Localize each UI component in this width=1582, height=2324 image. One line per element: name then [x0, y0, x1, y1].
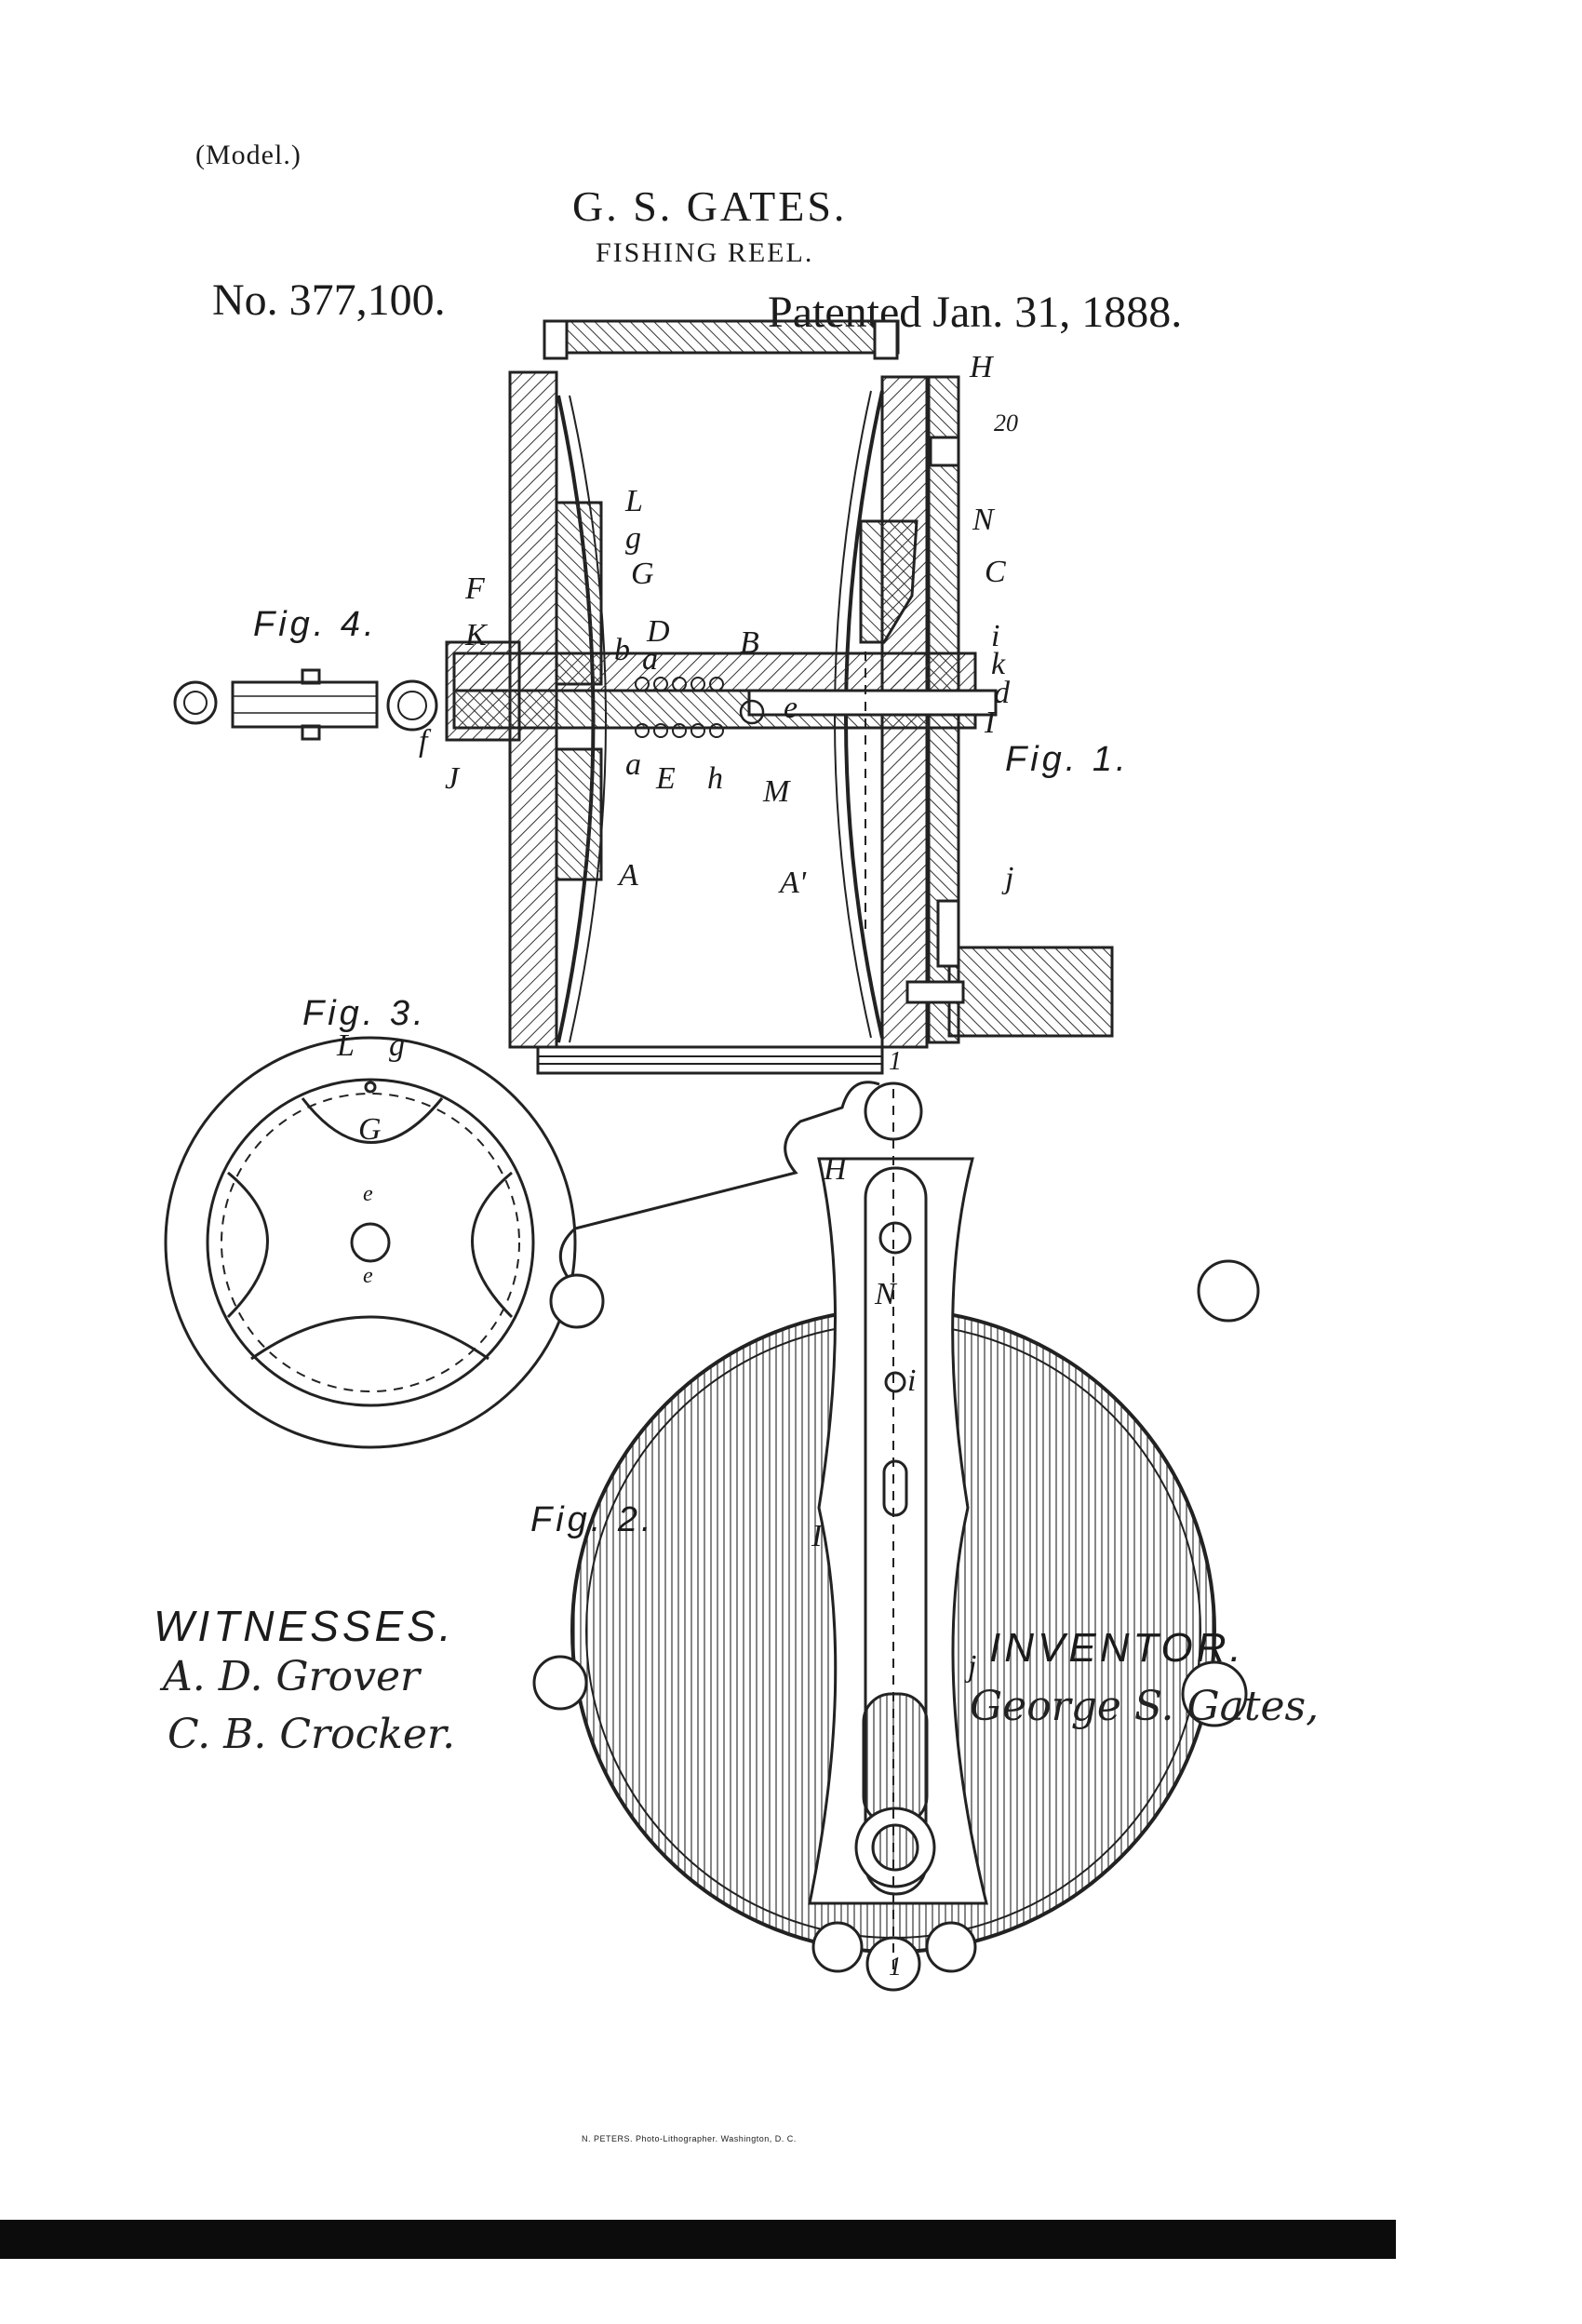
ref-M: M: [763, 774, 790, 809]
ref-H-fig1: H: [970, 350, 993, 384]
ref-G-fig1: G: [631, 557, 654, 591]
inventor-label: INVENTOR.: [989, 1625, 1245, 1671]
fig1-label: Fig. 1.: [1005, 740, 1130, 779]
ref-C: C: [985, 555, 1006, 589]
ref-F: F: [465, 571, 485, 606]
ref-J: J: [445, 761, 460, 796]
fig4-bushing-drawing: [173, 668, 438, 741]
ref-g-fig1: g: [625, 521, 641, 556]
ref-e-fig3-top: e: [363, 1182, 373, 1206]
ref-L-fig1: L: [625, 484, 643, 518]
patent-title: FISHING REEL.: [596, 237, 814, 268]
ref-e-fig3-bottom: e: [363, 1264, 373, 1288]
fig3-label: Fig. 3.: [302, 994, 427, 1033]
ref-g-fig3: g: [389, 1028, 405, 1063]
fig1-section-drawing: [445, 319, 1114, 1075]
fig4-label: Fig. 4.: [253, 605, 378, 644]
witnesses-label: WITNESSES.: [154, 1602, 455, 1650]
patent-number: No. 377,100.: [212, 275, 446, 325]
ref-B: B: [740, 625, 759, 660]
fig2-label: Fig. 2.: [530, 1500, 655, 1539]
ref-f: f: [419, 724, 428, 759]
inventor-heading: G. S. GATES.: [572, 182, 848, 230]
witness-signature-2: C. B. Crocker.: [168, 1711, 456, 1758]
ref-A: A: [619, 858, 638, 893]
ref-d: d: [994, 676, 1010, 710]
ref-h: h: [707, 761, 723, 796]
ref-G-fig3: G: [358, 1112, 382, 1147]
scan-edge-bar: [0, 2220, 1396, 2259]
ref-a-bottom: a: [625, 747, 641, 782]
ref-a-top: a: [642, 642, 658, 677]
ref-i-fig2: i: [907, 1364, 917, 1398]
ref-E: E: [656, 761, 676, 796]
ref-I-fig1: I: [985, 705, 996, 740]
ref-N-fig2: N: [875, 1277, 896, 1311]
ref-D-fig1: D: [647, 614, 670, 649]
ref-I-fig2: I: [811, 1519, 823, 1553]
inventor-signature: George S. Gates,: [970, 1683, 1320, 1730]
witness-signature-1: A. D. Grover: [163, 1653, 421, 1700]
fig2-plate-drawing: [532, 1081, 1260, 1992]
ref-e-fig1: e: [784, 691, 798, 725]
ref-H-fig2: H: [824, 1152, 847, 1187]
ref-L-fig3: L: [337, 1028, 355, 1063]
ref-K: K: [465, 618, 487, 652]
ref-1-top: 1: [889, 1047, 902, 1076]
ref-N-fig1: N: [972, 503, 994, 537]
ref-20: 20: [994, 410, 1018, 437]
ref-i-fig1: i: [991, 619, 1000, 653]
ref-A-prime: A': [780, 866, 807, 900]
model-label: (Model.): [195, 140, 302, 170]
ref-j-fig1: j: [1005, 861, 1014, 895]
fig3-disc-drawing: [164, 1036, 577, 1449]
printer-credit: N. PETERS. Photo-Lithographer. Washingto…: [582, 2134, 797, 2143]
ref-1-bottom: 1: [889, 1953, 902, 1981]
ref-j-fig2: j: [968, 1649, 977, 1684]
ref-k: k: [991, 647, 1006, 681]
ref-b-fig1: b: [614, 633, 630, 667]
